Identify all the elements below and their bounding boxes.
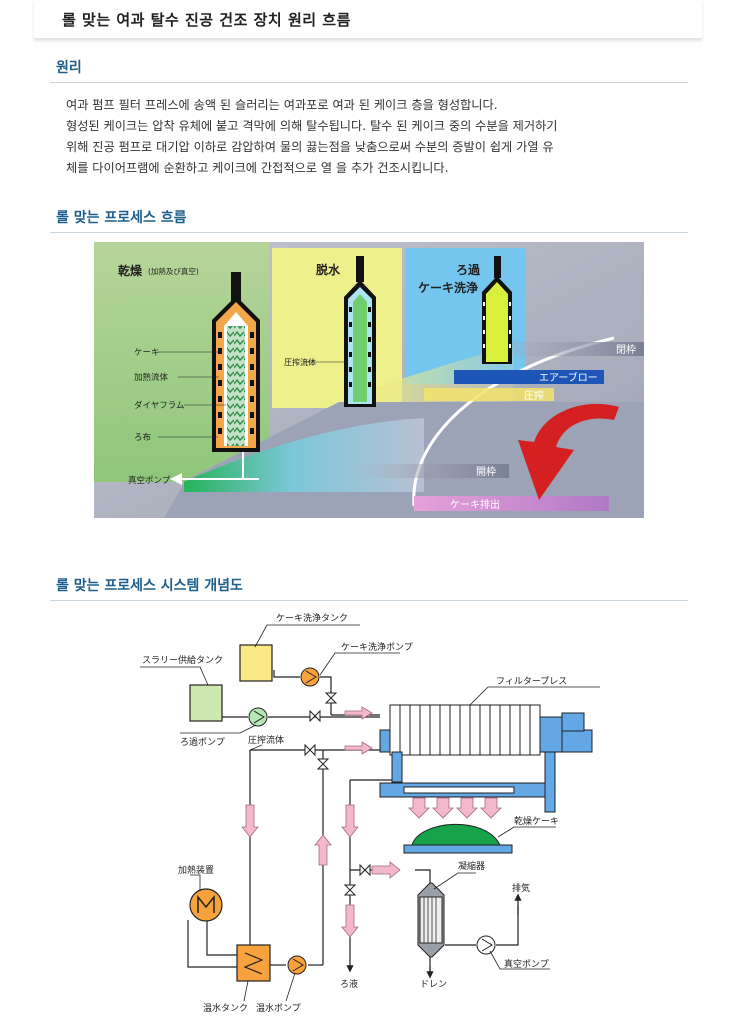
label-cake-wash-tank: ケーキ洗浄タンク [276,612,348,624]
label-filtrate: ろ液 [340,978,358,990]
heater [189,888,223,922]
dewatering-chamber [344,256,376,407]
label-diaphragm: ダイヤフラム [134,400,185,411]
slurry-tank [189,684,223,722]
label-drain: ドレン [420,980,447,990]
drying-chamber [212,272,260,452]
stage-drying-sub: (加熱及び真空) [148,266,199,276]
title-bar: 롤 맞는 여과 탈수 진공 건조 장치 원리 흐름 [34,0,702,39]
flow-section-header: 롤 맞는 프로세스 흐름 [50,210,688,233]
principle-line: 위해 진공 펌프로 대기압 이하로 감압하여 물의 끓는점을 낮춤으로써 수분의… [66,140,554,154]
label-slurry-tank: スラリー供給タンク [142,654,223,666]
label-press-fluid: 圧搾流体 [248,734,284,746]
label-hot-water-pump: 温水ポンプ [256,1002,301,1014]
label-cake-wash-pump: ケーキ洗浄ポンプ [341,641,413,653]
filter-pump [248,707,268,727]
principle-text: 여과 펌프 필터 프레스에 송액 된 슬러리는 여과포로 여과 된 케이크 층을… [66,95,676,179]
process-flow-diagram: 閉枠 エアーブロー 圧搾 開枠 ケーキ排出 真空ポンプ 乾燥 (加熱及び真空) … [94,242,644,518]
cake-wash-pump [300,667,320,687]
principle-line: 형성된 케이크는 압착 유체에 붙고 격막에 의해 탈수됩니다. 탈수 된 케이… [66,119,558,133]
stage-cake-wash-title: ケーキ洗浄 [418,280,478,295]
valves [304,692,371,896]
label-exhaust: 排気 [512,882,530,894]
red-rotation-arrow [518,403,619,500]
dewater-panel [272,248,402,408]
label-filter-press: フィルタープレス [496,676,567,687]
principle-line: 여과 펌프 필터 프레스에 송액 된 슬러리는 여과포로 여과 된 케이크 층을… [66,98,498,112]
band-open-label: 開枠 [476,465,496,478]
label-hot-water-tank: 温水タンク [203,1002,248,1014]
principle-heading: 원리 [56,60,82,76]
principle-line: 체를 다이어프램에 순환하고 케이크에 간접적으로 열 을 추가 건조시킵니다. [66,161,449,175]
label-press-fluid: 圧搾流体 [284,357,316,367]
band-press-label: 圧搾 [524,389,544,402]
system-diagram: ケーキ洗浄タンク ケーキ洗浄ポンプ スラリー供給タンク フィルタープレス ろ過ポ… [140,612,600,1014]
label-filter-pump: ろ過ポンプ [180,737,225,748]
label-dried-cake: 乾燥ケーキ [514,815,559,827]
filter-press [379,704,593,813]
condenser [417,882,445,958]
stage-dewater-title: 脱水 [316,262,341,277]
label-heat-fluid: 加熱流体 [134,372,169,383]
stage-filter-title: ろ過 [456,262,481,277]
flow-arrows [241,706,502,938]
label-heater: 加熱装置 [178,864,214,876]
system-section-header: 롤 맞는 프로세스 시스템 개념도 [50,578,688,601]
label-condenser: 凝縮器 [458,860,485,872]
filter-chamber [482,256,512,364]
label-cake: ケーキ [134,348,160,358]
cake-wash-tank [239,644,273,682]
vacuum-pump-label: 真空ポンプ [128,475,171,486]
dried-cake [403,823,513,854]
label-vacuum-pump: 真空ポンプ [504,958,549,970]
band-discharge-label: ケーキ排出 [450,498,500,511]
flow-heading: 롤 맞는 프로세스 흐름 [56,210,187,226]
label-cloth: ろ布 [134,432,151,443]
page-title: 롤 맞는 여과 탈수 진공 건조 장치 원리 흐름 [62,11,351,29]
principle-section-header: 원리 [50,60,688,83]
vacuum-pump [476,935,496,955]
stage-drying-title: 乾燥 [118,263,143,278]
band-close-label: 閉枠 [616,343,636,356]
hot-water-pump [287,955,307,975]
band-air-label: エアーブロー [539,371,598,384]
system-heading: 롤 맞는 프로세스 시스템 개념도 [56,578,243,594]
